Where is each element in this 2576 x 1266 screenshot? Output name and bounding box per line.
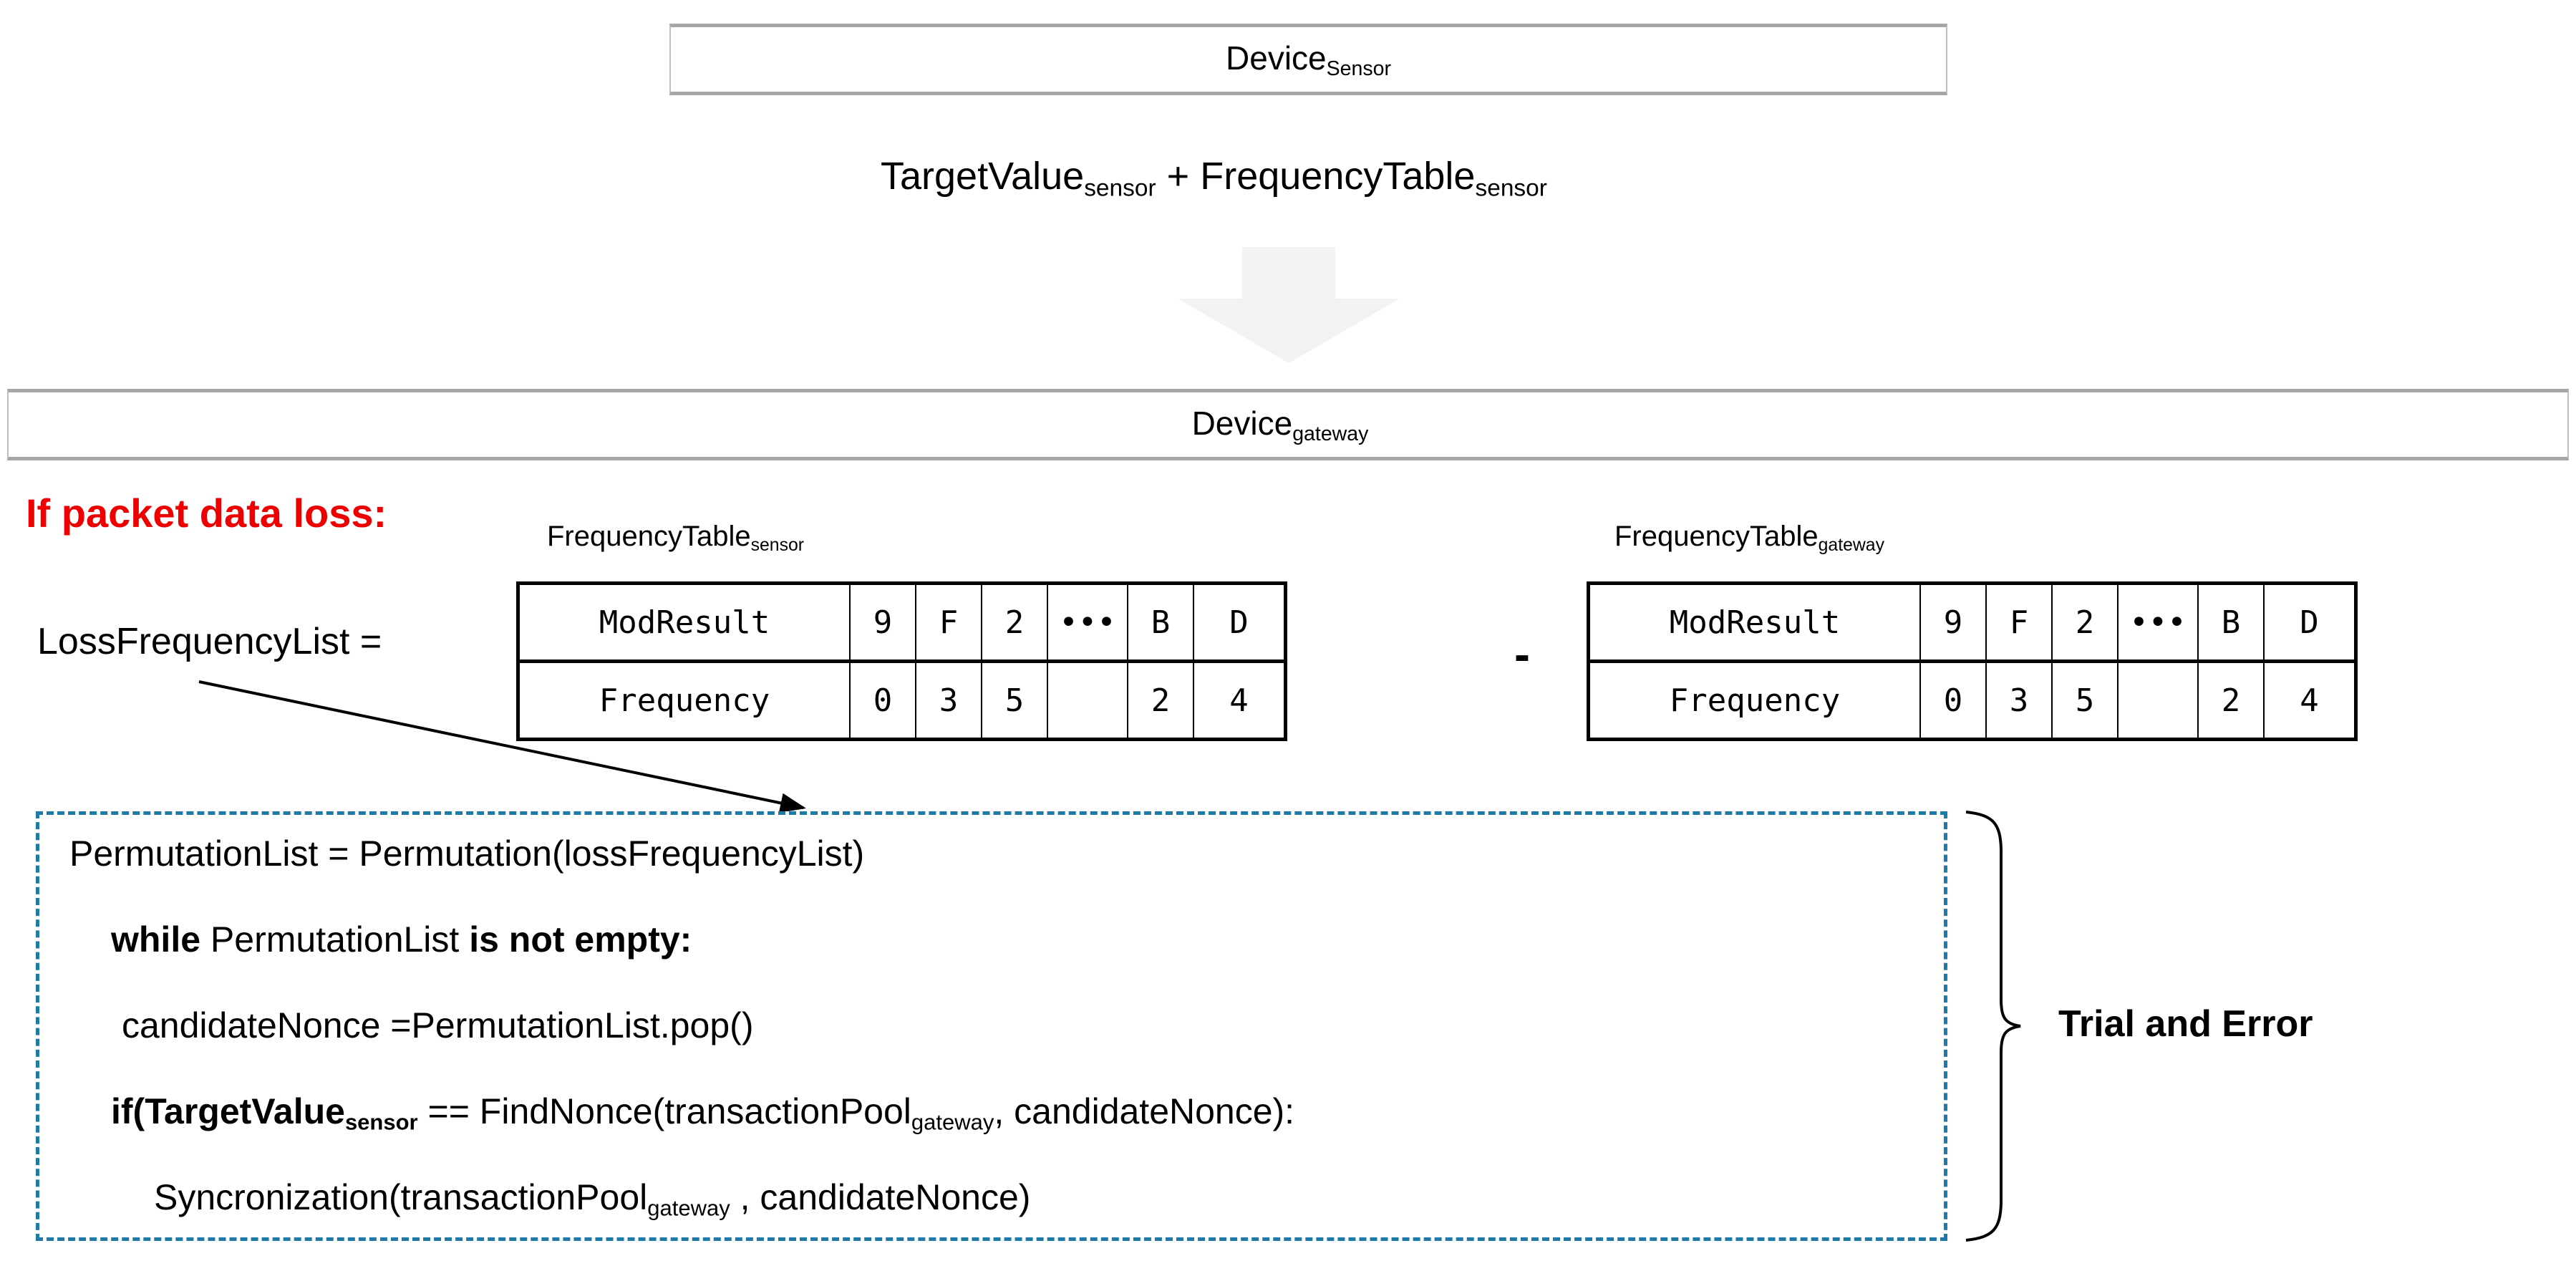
line4-rest-a: == FindNonce(transactionPool xyxy=(417,1091,911,1131)
cell-empty xyxy=(1047,660,1128,741)
caption-subscript-sensor: sensor xyxy=(750,535,805,555)
device-sensor-box: DeviceSensor xyxy=(669,24,1947,95)
cell-value: B xyxy=(2197,581,2265,663)
table-row: Frequency 0 3 5 2 4 xyxy=(1587,660,2358,741)
keyword-is-not-empty: is not empty: xyxy=(469,919,692,960)
keyword-if-targetvalue: if(TargetValuesensor xyxy=(111,1091,418,1135)
cell-value: D xyxy=(2263,581,2358,663)
caption-subscript-gateway: gateway xyxy=(1818,535,1884,555)
table-row: ModResult 9 F 2 ••• B D xyxy=(516,581,1287,663)
cell-value: 0 xyxy=(849,660,916,741)
keyword-while: while xyxy=(111,919,201,960)
pseudocode-line-1: PermutationList = Permutation(lossFreque… xyxy=(69,833,865,874)
device-gateway-subscript: gateway xyxy=(1292,422,1369,445)
caption-text-gateway: FrequencyTable xyxy=(1614,521,1819,552)
cell-empty xyxy=(2117,660,2199,741)
formula-term1: TargetValue xyxy=(881,155,1085,198)
line4-rest-a-subscript: gateway xyxy=(911,1109,994,1135)
line4-bold-head: if(TargetValue xyxy=(111,1091,345,1131)
cell-value: F xyxy=(915,581,982,663)
pseudocode-line-2-mid: PermutationList xyxy=(200,919,470,960)
caption-text-sensor: FrequencyTable xyxy=(547,521,751,552)
device-sensor-name: Device xyxy=(1226,39,1327,77)
cell-value: D xyxy=(1193,581,1287,663)
pseudocode-line-2: while PermutationList is not empty: xyxy=(111,919,692,960)
line4-rest-b: , candidateNonce): xyxy=(994,1091,1295,1131)
pseudocode-line-4: if(TargetValuesensor == FindNonce(transa… xyxy=(111,1091,1294,1136)
cell-row-header: ModResult xyxy=(516,581,851,663)
device-gateway-label: Devicegateway xyxy=(1192,404,1369,446)
cell-value: 4 xyxy=(1193,660,1287,741)
pseudocode-line-3: candidateNonce =PermutationList.pop() xyxy=(122,1005,754,1045)
line5-head-subscript: gateway xyxy=(647,1195,730,1221)
pseudocode-line-5: Syncronization(transactionPoolgateway , … xyxy=(154,1176,1030,1222)
frequency-table-gateway: ModResult 9 F 2 ••• B D Frequency 0 3 5 … xyxy=(1587,581,2358,741)
line5-tail: , candidateNonce) xyxy=(730,1177,1031,1217)
down-arrow-icon xyxy=(1167,247,1410,365)
cell-value: 4 xyxy=(2263,660,2358,741)
loss-frequency-list-label: LossFrequencyList = xyxy=(37,621,382,662)
line5-head: Syncronization(transactionPool xyxy=(154,1177,648,1217)
cell-value: 0 xyxy=(1919,660,1987,741)
formula-operator: + xyxy=(1166,155,1190,198)
table-row: ModResult 9 F 2 ••• B D xyxy=(1587,581,2358,663)
cell-value: 3 xyxy=(1985,660,2053,741)
curly-brace-icon xyxy=(1960,808,2025,1245)
cell-value: B xyxy=(1127,581,1194,663)
cell-row-header: Frequency xyxy=(516,660,851,741)
line4-bold-head-subscript: sensor xyxy=(344,1109,418,1135)
cell-value: 5 xyxy=(2051,660,2119,741)
frequency-table-sensor: ModResult 9 F 2 ••• B D Frequency 0 3 5 … xyxy=(516,581,1287,741)
packet-loss-warning: If packet data loss: xyxy=(26,491,387,536)
table-row: Frequency 0 3 5 2 4 xyxy=(516,660,1287,741)
cell-value: 9 xyxy=(849,581,916,663)
device-sensor-subscript: Sensor xyxy=(1326,57,1391,80)
cell-value: 3 xyxy=(915,660,982,741)
cell-row-header: ModResult xyxy=(1587,581,1921,663)
cell-value: 2 xyxy=(1127,660,1194,741)
cell-value: 2 xyxy=(2051,581,2119,663)
cell-row-header: Frequency xyxy=(1587,660,1921,741)
pseudocode-box: PermutationList = Permutation(lossFreque… xyxy=(36,811,1947,1241)
cell-value: 2 xyxy=(2197,660,2265,741)
frequency-table-gateway-caption: FrequencyTablegateway xyxy=(1614,521,1884,556)
cell-ellipsis: ••• xyxy=(2117,581,2199,663)
formula-term1-subscript: sensor xyxy=(1084,175,1156,202)
device-sensor-label: DeviceSensor xyxy=(1226,39,1391,81)
cell-value: F xyxy=(1985,581,2053,663)
trial-and-error-label: Trial and Error xyxy=(2058,1003,2313,1045)
cell-value: 2 xyxy=(981,581,1048,663)
cell-value: 5 xyxy=(981,660,1048,741)
cell-value: 9 xyxy=(1919,581,1987,663)
device-gateway-box: Devicegateway xyxy=(7,389,2569,460)
table-subtract-operator: - xyxy=(1514,627,1530,680)
frequency-table-sensor-caption: FrequencyTablesensor xyxy=(547,521,804,556)
transmission-formula: TargetValuesensor + FrequencyTablesensor xyxy=(881,154,1547,202)
formula-term2: FrequencyTable xyxy=(1200,155,1476,198)
device-gateway-name: Device xyxy=(1191,404,1293,442)
formula-term2-subscript: sensor xyxy=(1475,175,1547,202)
cell-ellipsis: ••• xyxy=(1047,581,1128,663)
